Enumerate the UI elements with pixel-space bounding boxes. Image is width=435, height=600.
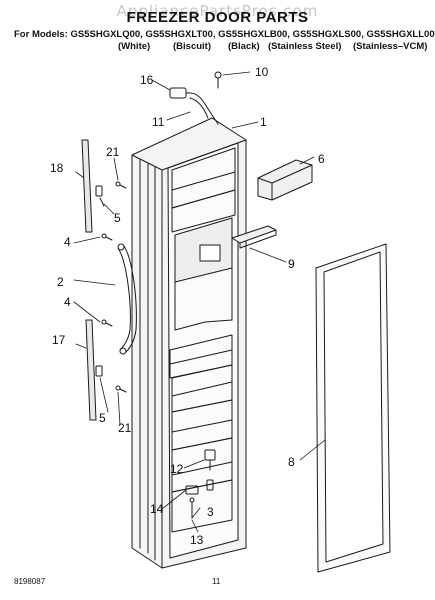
callout-6: 6 [318, 152, 325, 166]
color-stainless-vcm: (Stainless–VCM) [353, 41, 428, 52]
callout-1: 1 [260, 115, 267, 129]
callout-labels: 1 2 3 4 4 5 5 6 8 9 10 11 12 13 14 16 17… [50, 65, 325, 547]
callout-21-lower: 21 [118, 421, 132, 435]
model-numbers: GS5SHGXLQ00, GS5SHGXLT00, GS5SHGXLB00, G… [70, 29, 435, 40]
callout-12: 12 [170, 462, 184, 476]
leader-lines [73, 71, 326, 533]
watermark: AppliancePartsPros.com [116, 2, 319, 20]
hinge-assembly [169, 71, 222, 125]
dispenser-tray [231, 225, 277, 249]
color-biscuit: (Biscuit) [173, 41, 211, 52]
page-number: 11 [212, 577, 221, 586]
models-prefix: For Models: [14, 29, 68, 40]
callout-14: 14 [150, 502, 164, 516]
callout-2: 2 [57, 275, 64, 289]
door-gasket [315, 243, 391, 573]
callout-9: 9 [288, 257, 295, 271]
callout-5-upper: 5 [114, 211, 121, 225]
models-line: For Models: GS5SHGXLQ00, GS5SHGXLT00, GS… [14, 29, 435, 40]
fasteners [95, 181, 127, 393]
trim-strip-upper [81, 139, 93, 233]
door-handle [117, 243, 137, 355]
color-stainless-steel: (Stainless Steel) [268, 41, 342, 52]
color-white: (White) [118, 41, 151, 52]
callout-16: 16 [140, 73, 154, 87]
callout-5-lower: 5 [99, 411, 106, 425]
callout-4-lower: 4 [64, 295, 71, 309]
document-number: 8198087 [14, 577, 46, 586]
callout-3: 3 [207, 505, 214, 519]
page-title: FREEZER DOOR PARTS [126, 9, 309, 26]
callout-8: 8 [288, 455, 295, 469]
callout-17: 17 [52, 333, 66, 347]
callout-21-upper: 21 [106, 145, 120, 159]
door-bin-top [257, 159, 313, 201]
color-black: (Black) [228, 41, 260, 52]
callout-10: 10 [255, 65, 269, 79]
freezer-door-panel [131, 117, 247, 569]
callout-13: 13 [190, 533, 204, 547]
callout-18: 18 [50, 161, 64, 175]
callout-11: 11 [152, 115, 165, 129]
trim-strip-lower [85, 319, 97, 421]
callout-4-upper: 4 [64, 235, 71, 249]
